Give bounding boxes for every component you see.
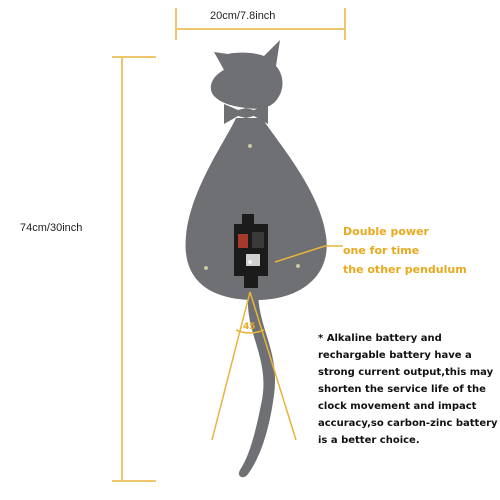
note-line: * Alkaline battery and — [318, 333, 442, 344]
height-dimension — [112, 56, 156, 482]
callout-line: one for time — [343, 244, 420, 257]
cat-pendulum-clock-icon — [185, 40, 327, 478]
note-line: rechargable battery have a — [318, 350, 472, 361]
width-label: 20cm/7.8inch — [210, 10, 276, 22]
note-line: shorten the service life of the — [318, 384, 486, 395]
clock-movement — [234, 214, 268, 288]
callout-pointer — [274, 245, 343, 263]
swing-angle-label: 45 — [243, 322, 256, 332]
screw-top — [248, 144, 252, 148]
swing-angle-lines — [211, 291, 297, 441]
note-line: strong current output,this may — [318, 367, 494, 378]
power-callout: Double power one for time the other pend… — [343, 222, 493, 279]
note-line: clock movement and impact — [318, 401, 477, 412]
callout-line: Double power — [343, 225, 429, 238]
tail-pendulum — [238, 288, 276, 478]
height-label: 74cm/30inch — [20, 222, 83, 234]
width-dimension — [175, 8, 346, 40]
cat-head — [210, 40, 283, 109]
note-line: is a better choice. — [318, 435, 420, 446]
battery-note: * Alkaline battery and rechargable batte… — [318, 330, 498, 449]
cat-bow — [224, 104, 268, 124]
note-line: accuracy,so carbon-zinc battery — [318, 418, 498, 429]
screw-left — [204, 266, 208, 270]
screw-right — [296, 264, 300, 268]
cat-body — [185, 118, 327, 301]
callout-line: the other pendulum — [343, 263, 467, 276]
